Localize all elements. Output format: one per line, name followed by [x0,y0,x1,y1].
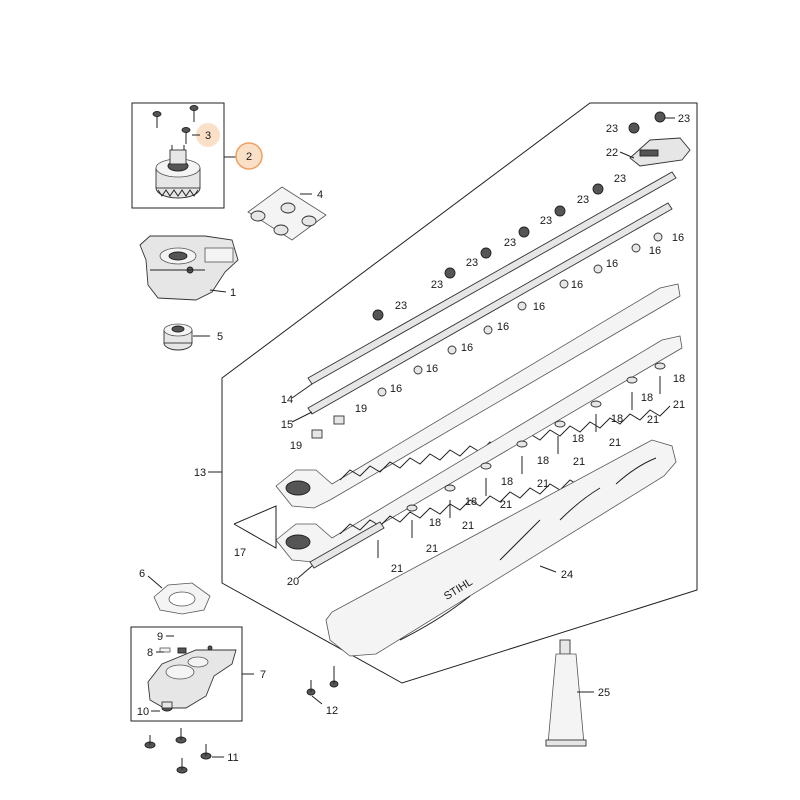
callout-18-h[interactable]: 18 [429,517,441,529]
support-bar-icon [309,521,385,569]
callout-18-e[interactable]: 18 [537,455,549,467]
gear-housing-icon [139,235,239,301]
blade-scabbard-icon: STIHL [325,439,677,657]
callout-17-leader [233,505,277,549]
guard-strip-icon [307,171,677,385]
callout-19[interactable]: 19 [355,403,367,415]
cutter-bar-frame [221,102,698,684]
callout-23-b[interactable]: 23 [606,123,618,135]
tip-guard-icon [629,137,691,167]
callout-21-d[interactable]: 21 [573,456,585,468]
gear-assembly-icon [155,145,201,199]
screw-icon [306,680,316,696]
callout-21-c[interactable]: 21 [609,437,621,449]
callout-8[interactable]: 8 [147,647,153,659]
screw-icon [175,728,187,744]
callout-18-c[interactable]: 18 [611,413,623,425]
callout-23-i[interactable]: 23 [395,300,407,312]
screw-icon [181,127,191,144]
callout-18-b[interactable]: 18 [641,392,653,404]
screw-icon [377,376,661,558]
callout-16-f[interactable]: 16 [497,321,509,333]
callout-23-h[interactable]: 23 [431,279,443,291]
callout-4[interactable]: 4 [317,189,323,201]
spacer-icon [377,232,663,397]
gearbox-kit-frame [131,102,225,209]
screw-icon [189,105,199,122]
callout-20[interactable]: 20 [287,576,299,588]
cutter-blade-icon [275,283,681,509]
callout-16[interactable]: 16 [672,232,684,244]
washer-icon [406,362,666,512]
callout-25[interactable]: 25 [598,687,610,699]
callout-16-c[interactable]: 16 [606,258,618,270]
callout-9[interactable]: 9 [157,631,163,643]
callout-16-g[interactable]: 16 [461,342,473,354]
callout-21-i[interactable]: 21 [391,563,403,575]
callout-6[interactable]: 6 [139,568,145,580]
callout-10[interactable]: 10 [137,706,149,718]
callout-21-b[interactable]: 21 [647,414,659,426]
callout-23[interactable]: 23 [678,113,690,125]
screw-icon [329,666,339,688]
callout-3[interactable]: 3 [205,130,211,142]
callout-21-f[interactable]: 21 [500,499,512,511]
callout-23-d[interactable]: 23 [577,194,589,206]
callout-23-f[interactable]: 23 [504,237,516,249]
gasket-icon [153,582,211,615]
spacer-icon [311,415,345,439]
callout-12[interactable]: 12 [326,705,338,717]
bushing-plate-icon [247,186,327,241]
callout-23-e[interactable]: 23 [540,215,552,227]
callout-1[interactable]: 1 [230,287,236,299]
callout-18-f[interactable]: 18 [501,476,513,488]
callout-18-d[interactable]: 18 [572,433,584,445]
callout-21-h[interactable]: 21 [426,543,438,555]
callout-16-e[interactable]: 16 [533,301,545,313]
gear-cover-kit-frame [130,626,243,722]
callout-13[interactable]: 13 [194,467,206,479]
callout-3-highlight [196,123,220,147]
callout-15[interactable]: 15 [281,419,293,431]
screw-icon [152,111,162,128]
callout-21[interactable]: 21 [673,399,685,411]
grease-tube-icon [545,639,587,747]
callout-16-b[interactable]: 16 [649,245,661,257]
callout-11[interactable]: 11 [227,752,238,764]
callout-16-d[interactable]: 16 [571,279,583,291]
callout-18[interactable]: 18 [673,373,685,385]
callout-21-g[interactable]: 21 [462,520,474,532]
callout-5[interactable]: 5 [217,331,223,343]
callout-14[interactable]: 14 [281,394,293,406]
callout-17[interactable]: 17 [234,547,246,559]
callout-16-i[interactable]: 16 [390,383,402,395]
coupling-icon [163,323,193,351]
callout-18-g[interactable]: 18 [465,496,477,508]
callout-22[interactable]: 22 [606,147,618,159]
callout-21-e[interactable]: 21 [537,478,549,490]
callout-2-highlight [235,142,263,170]
callout-2[interactable]: 2 [246,151,252,163]
spacer-strip-icon [307,202,673,415]
screw-icon [144,735,156,749]
nut-icon [372,111,666,321]
callout-19-b[interactable]: 19 [290,440,302,452]
screw-icon [176,758,188,774]
callout-24[interactable]: 24 [561,569,573,581]
callout-23-g[interactable]: 23 [466,257,478,269]
callout-7[interactable]: 7 [260,669,266,681]
callout-16-h[interactable]: 16 [426,363,438,375]
callout-23-c[interactable]: 23 [614,173,626,185]
screw-icon [200,744,212,760]
